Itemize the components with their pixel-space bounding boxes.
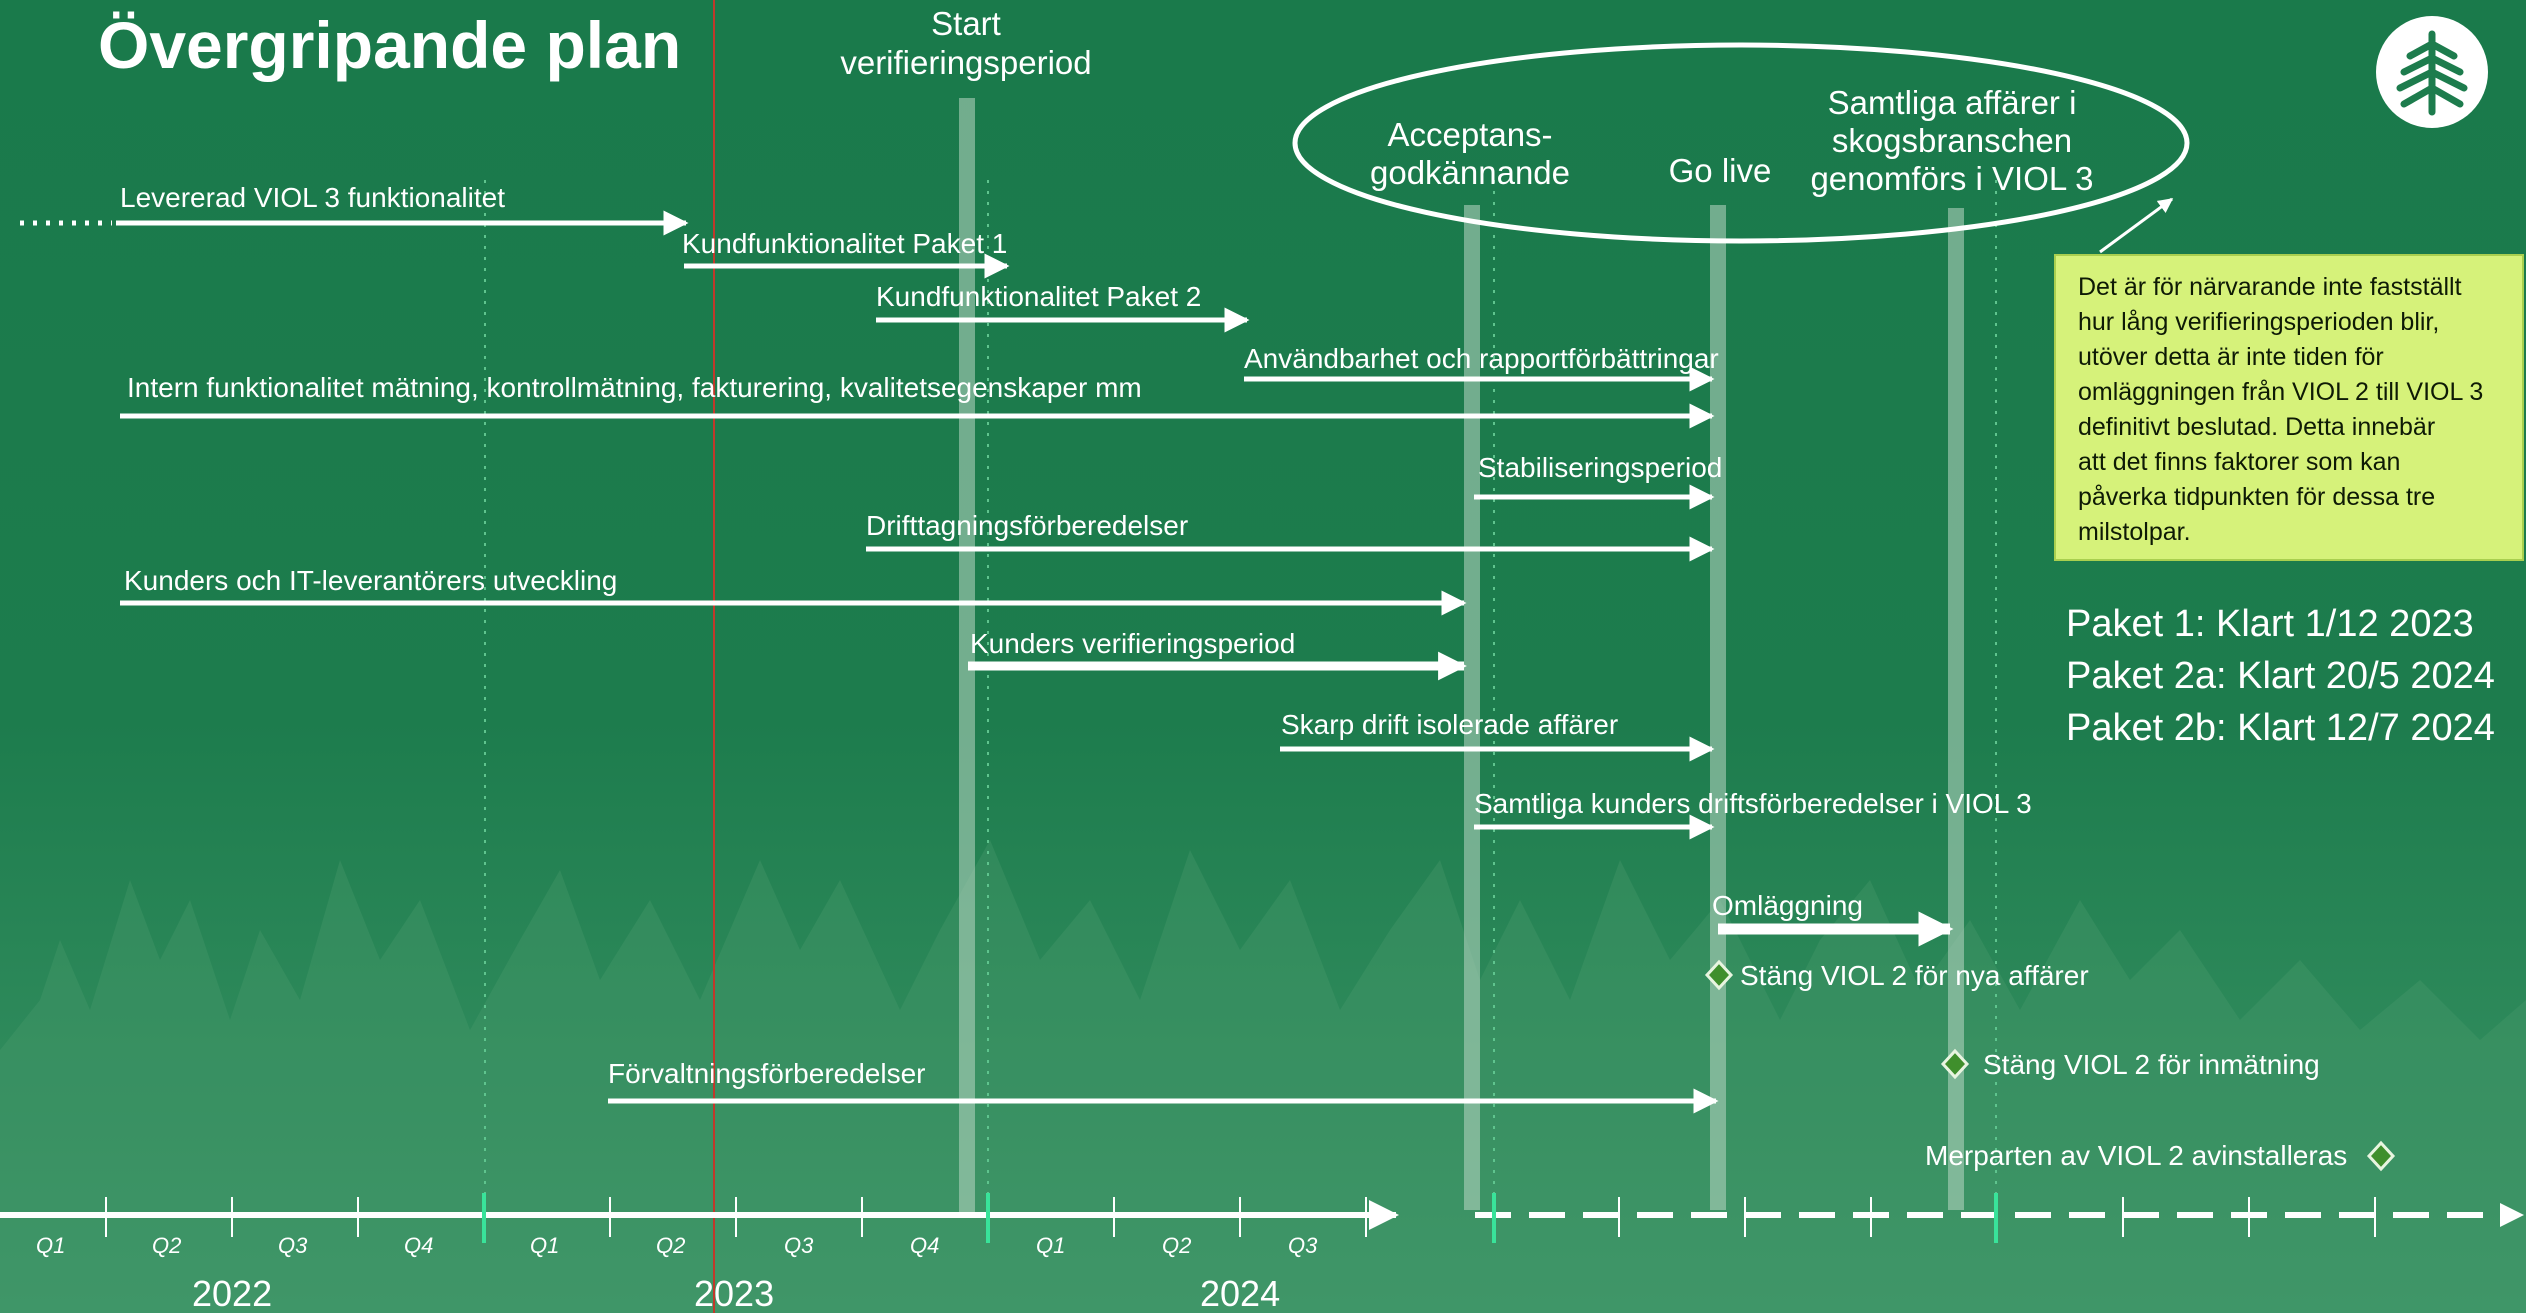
note-line: att det finns faktorer som kan (2078, 448, 2401, 476)
quarter-label: Q2 (1162, 1233, 1191, 1258)
milestone-samtliga-line2: skogsbranschen (1832, 122, 2072, 159)
year-label: 2024 (1200, 1273, 1280, 1313)
paket-status: Paket 2a: Klart 20/5 2024 (2066, 655, 2495, 697)
note-line: milstolpar. (2078, 518, 2191, 546)
year-label: 2023 (694, 1273, 774, 1313)
diamond-stang-nya-icon (1704, 959, 1734, 991)
label-kunders-utveckling: Kunders och IT-leverantörers utveckling (124, 565, 617, 596)
note-line: definitivt beslutad. Detta innebär (2078, 413, 2436, 441)
label-verifiering: Kunders verifieringsperiod (970, 628, 1295, 659)
quarter-label: Q1 (1036, 1233, 1065, 1258)
note-line: Det är för närvarande inte fastställt (2078, 273, 2462, 301)
label-omlaggning: Omläggning (1712, 890, 1863, 921)
note-box: Det är för närvarande inte fastställt hu… (2054, 254, 2524, 561)
paket-status: Paket 1: Klart 1/12 2023 (2066, 603, 2474, 645)
label-stang-inmatning: Stäng VIOL 2 för inmätning (1983, 1049, 2320, 1080)
quarter-label: Q1 (36, 1233, 65, 1258)
label-paket1: Kundfunktionalitet Paket 1 (682, 228, 1007, 259)
quarter-guides (484, 180, 1997, 1210)
label-skarp-drift: Skarp drift isolerade affärer (1281, 709, 1618, 740)
label-stabilisering: Stabiliseringsperiod (1478, 452, 1722, 483)
quarter-label: Q1 (530, 1233, 559, 1258)
label-avinstalleras: Merparten av VIOL 2 avinstalleras (1925, 1140, 2347, 1171)
activity-labels: Levererad VIOL 3 funktionalitet Kundfunk… (120, 182, 2347, 1171)
milestone-diamonds (1704, 959, 2396, 1172)
year-labels: 2022 2023 2024 (192, 1273, 1280, 1313)
milestone-accept-line1: Acceptans- (1387, 116, 1552, 153)
label-stang-nya: Stäng VIOL 2 för nya affärer (1740, 960, 2089, 991)
label-forvaltning: Förvaltningsförberedelser (608, 1058, 926, 1089)
activity-arrows (20, 210, 1954, 1114)
milestone-samtliga-line3: genomförs i VIOL 3 (1810, 160, 2093, 197)
paket-status-list: Paket 1: Klart 1/12 2023 Paket 2a: Klart… (2066, 598, 2495, 754)
label-intern: Intern funktionalitet mätning, kontrollm… (127, 372, 1142, 403)
label-paket2: Kundfunktionalitet Paket 2 (876, 281, 1201, 312)
page-title: Övergripande plan (98, 8, 681, 82)
tree-logo-icon (2376, 16, 2488, 128)
milestone-ellipse (1292, 42, 2190, 244)
paket-status: Paket 2b: Klart 12/7 2024 (2066, 707, 2495, 749)
label-levererad: Levererad VIOL 3 funktionalitet (120, 182, 505, 213)
label-drifttagning: Drifttagningsförberedelser (866, 510, 1188, 541)
quarter-label: Q4 (910, 1233, 939, 1258)
note-line: omläggningen från VIOL 2 till VIOL 3 (2078, 378, 2484, 406)
quarter-labels: Q1 Q2 Q3 Q4 Q1 Q2 Q3 Q4 Q1 Q2 Q3 (36, 1233, 1318, 1258)
year-label: 2022 (192, 1273, 272, 1313)
quarter-label: Q3 (278, 1233, 308, 1258)
quarter-label: Q3 (784, 1233, 814, 1258)
quarter-label: Q2 (656, 1233, 685, 1258)
quarter-label: Q3 (1288, 1233, 1318, 1258)
forest-background (0, 840, 2526, 1313)
quarter-label: Q2 (152, 1233, 181, 1258)
milestone-accept-line2: godkännande (1370, 154, 1570, 191)
diamond-stang-inmatning-icon (1940, 1048, 1970, 1080)
milestone-samtliga-line1: Samtliga affärer i (1828, 84, 2077, 121)
milestone-bars (959, 98, 1964, 1213)
diamond-avinstalleras-icon (2366, 1140, 2396, 1172)
axis-end-arrow-icon (2500, 1203, 2524, 1227)
quarter-label: Q4 (404, 1233, 433, 1258)
timeline-axis: Q1 Q2 Q3 Q4 Q1 Q2 Q3 Q4 Q1 Q2 Q3 2022 20… (0, 1193, 2524, 1313)
milestone-start-line2: verifieringsperiod (840, 44, 1091, 81)
label-anvandbarhet: Användbarhet och rapportförbättringar (1244, 343, 1719, 374)
axis-year-ticks (482, 1193, 1998, 1243)
label-samtliga-kunders: Samtliga kunders driftsförberedelser i V… (1474, 788, 2032, 819)
note-line: utöver detta är inte tiden för (2078, 343, 2384, 371)
milestone-golive: Go live (1669, 152, 1772, 189)
note-line: påverka tidpunkten för dessa tre (2078, 483, 2436, 511)
note-pointer-arrow (2099, 197, 2174, 254)
milestone-start-line1: Start (931, 5, 1001, 42)
axis-ticks (105, 1197, 2376, 1237)
note-line: hur lång verifieringsperioden blir, (2078, 308, 2440, 336)
